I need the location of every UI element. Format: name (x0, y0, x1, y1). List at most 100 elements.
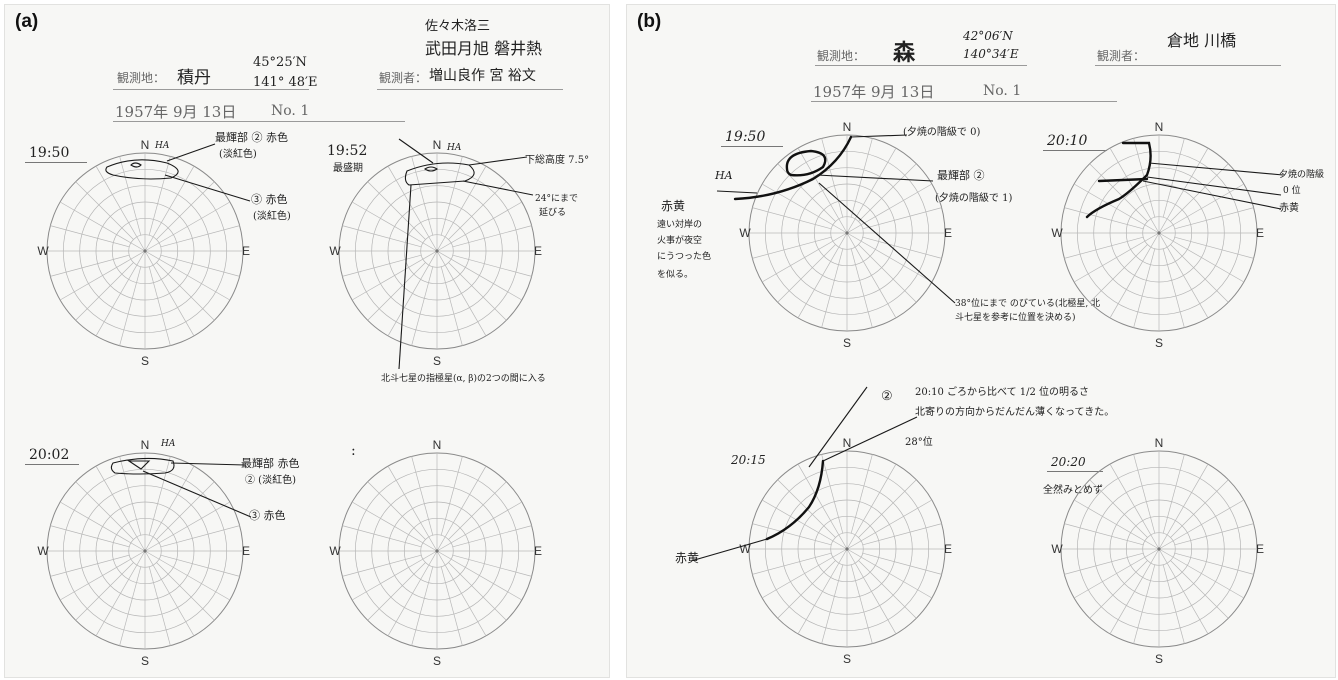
note: ③ 赤色 (251, 193, 288, 206)
note: 38°位にまで のびている(北極星, 北斗七星を参考に位置を決める) (955, 299, 1101, 323)
west-label: W (739, 226, 751, 240)
site-label: 観測地： (117, 71, 166, 85)
panel-a: (a) 佐々木洛三 武田月旭 磐井熱 観測地： 積丹 45°25′N 141° … (4, 4, 610, 678)
south-label: S (843, 336, 851, 350)
grid-lines (338, 152, 536, 350)
east-label: E (944, 542, 952, 556)
west-label: W (329, 544, 341, 558)
south-label: S (433, 354, 441, 368)
panel-label: (b) (637, 11, 662, 32)
longitude: 141° 48′E (253, 75, 318, 90)
chart-time: 19:52 (327, 143, 368, 159)
east-label: E (1256, 226, 1264, 240)
east-label: E (242, 244, 250, 258)
note: 24°にまで (535, 194, 578, 204)
west-label: W (37, 544, 49, 558)
north-label: N (1155, 436, 1164, 450)
polar-grid: N E S W (37, 438, 250, 668)
grid-lines (1060, 450, 1258, 648)
polar-grid: N E S W (1051, 120, 1264, 350)
note: 北斗七星の指極星(α, β)の2つの間に入る (381, 374, 546, 384)
north-label: N (1155, 120, 1164, 134)
panel-b: (b) 観測地： 森 42°06′N 140°34′E 観測者： 倉地 川橋 1… (626, 4, 1336, 678)
grid-lines (748, 134, 946, 332)
note: 28°位 (905, 437, 933, 448)
note: (淡紅色) (253, 211, 291, 222)
polar-grid: N E S W (1051, 436, 1264, 666)
observer-label: 観測者： (1097, 49, 1146, 63)
note: 火事が夜空 (657, 236, 703, 246)
chart-time: 20:20 (1051, 455, 1086, 469)
note: 0 位 (1283, 186, 1301, 196)
observer-label: 観測者： (379, 71, 428, 85)
chart-time: 19:50 (29, 145, 70, 161)
note: 下総高度 7.5° (525, 155, 590, 166)
north-label: N (141, 138, 150, 152)
note: 最輝部 赤色 (241, 457, 300, 470)
site-name: 積丹 (177, 68, 211, 88)
observation-date: 1957年 9月 13日 (115, 103, 237, 121)
note: 赤黄 (1279, 203, 1299, 214)
east-label: E (534, 244, 542, 258)
aurora-sketch (690, 386, 918, 562)
aurora-sketch (110, 457, 252, 518)
latitude: 45°25′N (253, 55, 307, 70)
south-label: S (1155, 336, 1163, 350)
observers-line2: 武田月旭 磐井熱 (425, 39, 543, 58)
note: 遠い対岸の (657, 220, 703, 230)
grid-lines (748, 450, 946, 648)
south-label: S (1155, 652, 1163, 666)
chart-time: : (351, 443, 356, 459)
observer-names: 倉地 川橋 (1167, 31, 1237, 50)
sheet-number: No. 1 (983, 83, 1022, 99)
polar-grid: N E S W (329, 138, 542, 368)
site-label: 観測地： (817, 49, 866, 63)
east-label: E (534, 544, 542, 558)
longitude: 140°34′E (963, 47, 1019, 61)
west-label: W (739, 542, 751, 556)
note: 延びる (539, 208, 567, 218)
site-name: 森 (893, 40, 916, 66)
north-label: N (843, 120, 852, 134)
chart-time: 20:15 (731, 453, 766, 467)
polar-grid: N E S W (739, 436, 952, 666)
south-label: S (433, 654, 441, 668)
ha-label: HA (155, 141, 170, 151)
south-label: S (843, 652, 851, 666)
panel-label: (a) (15, 11, 39, 32)
note: ③ 赤色 (249, 509, 286, 522)
grid-lines (338, 452, 536, 650)
chart-subtitle: 最盛期 (333, 163, 363, 174)
note: 赤黄 (661, 199, 686, 213)
south-label: S (141, 354, 149, 368)
observers-top: 佐々木洛三 (425, 19, 491, 34)
note: 最輝部 ② (937, 169, 985, 182)
grid-lines (1060, 134, 1258, 332)
note: (夕焼の階級で 0) (903, 127, 981, 138)
note: 北寄りの方向からだんだん薄くなってきた。 (915, 407, 1115, 418)
ha-label: HA (161, 439, 176, 449)
note: 赤黄 (675, 551, 700, 565)
polar-grid: N E S W (37, 138, 250, 368)
west-label: W (1051, 226, 1063, 240)
east-label: E (944, 226, 952, 240)
west-label: W (329, 244, 341, 258)
aurora-sketch (398, 138, 534, 370)
note: (淡紅色) (219, 149, 257, 160)
observation-date: 1957年 9月 13日 (813, 83, 935, 101)
note: (夕焼の階級で 1) (935, 193, 1013, 204)
note: ② (881, 389, 893, 404)
sheet-number: No. 1 (271, 103, 310, 119)
aurora-sketch (1085, 141, 1284, 219)
east-label: E (1256, 542, 1264, 556)
north-label: N (433, 138, 442, 152)
ha-label: HA (447, 143, 462, 153)
south-label: S (141, 654, 149, 668)
east-label: E (242, 544, 250, 558)
note: 20:10 ごろから比べて 1/2 位の明るさ (915, 387, 1090, 398)
note: 最輝部 ② 赤色 (215, 131, 288, 144)
note: にうつった色 (657, 252, 712, 262)
note: を似る。 (657, 270, 694, 280)
chart-time: 20:02 (29, 447, 70, 463)
observer-names: 増山良作 宮 裕文 (429, 68, 536, 84)
